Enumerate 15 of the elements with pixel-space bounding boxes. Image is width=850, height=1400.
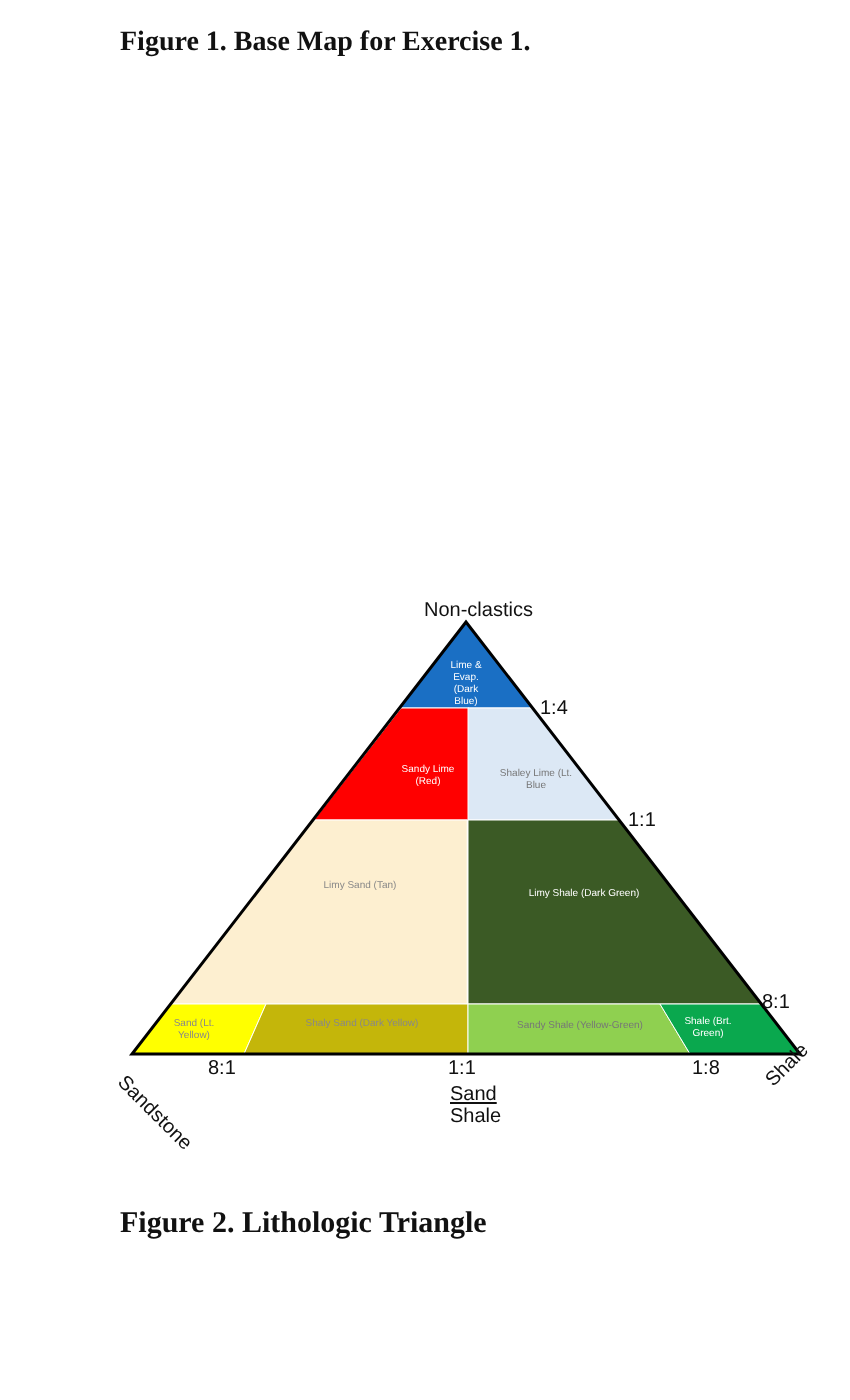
- triangle-region: [313, 708, 468, 820]
- axis-label: 1:8: [692, 1058, 720, 1080]
- axis-label: Shale: [450, 1106, 502, 1128]
- axis-label: Non-clastics: [424, 600, 533, 622]
- triangle-region: [400, 622, 532, 708]
- triangle-region: [244, 1004, 468, 1054]
- axis-label: Sand: [450, 1084, 497, 1106]
- figure-title: Figure 1. Base Map for Exercise 1.: [120, 28, 531, 60]
- triangle-region: [170, 820, 468, 1004]
- axis-label: 8:1: [208, 1058, 236, 1080]
- axis-label: 8:1: [762, 992, 790, 1014]
- axis-label: 1:1: [628, 810, 656, 832]
- axis-label: 1:4: [540, 698, 568, 720]
- axis-label: 1:1: [448, 1058, 476, 1080]
- figure-caption: Figure 2. Lithologic Triangle: [120, 1208, 487, 1242]
